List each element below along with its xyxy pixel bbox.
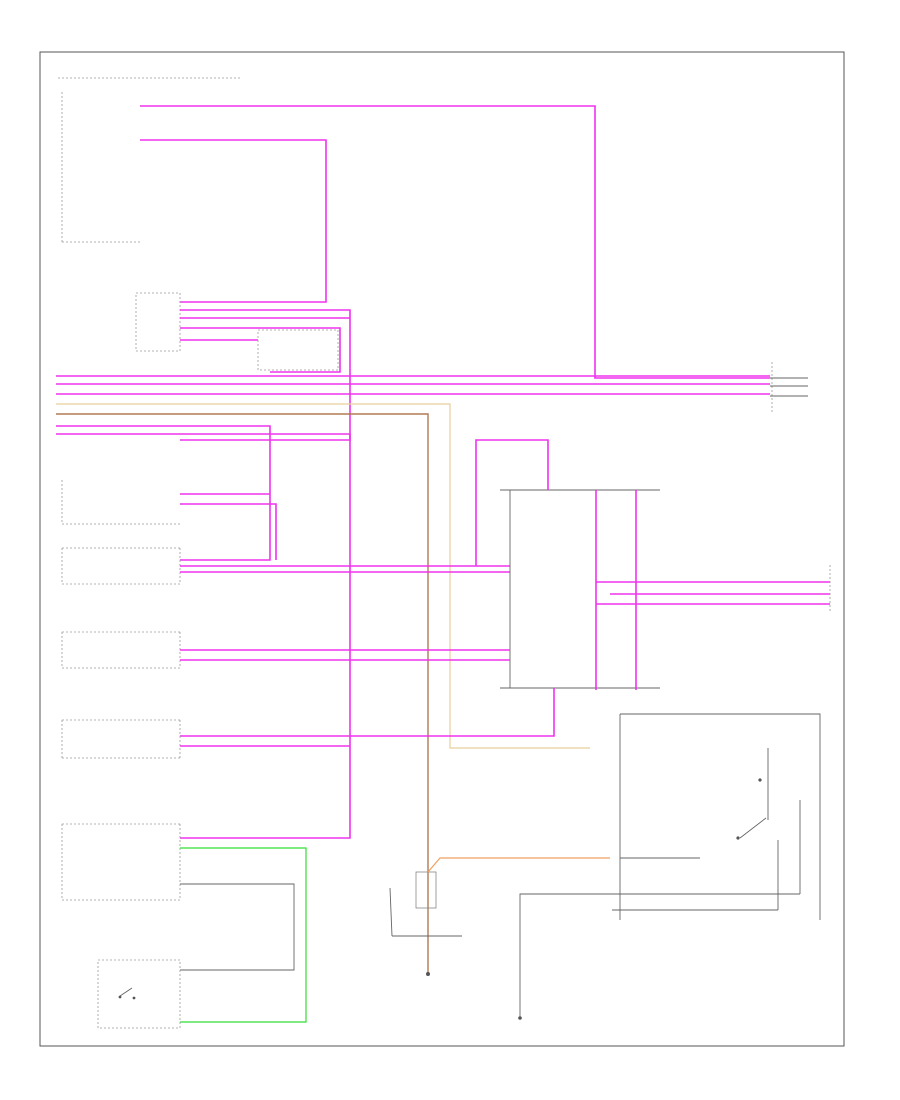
wire-right-ground: [519, 893, 612, 1018]
wire-ip-top: [140, 105, 770, 379]
ground-left-point: [426, 972, 430, 976]
ground-right-point: [518, 1016, 522, 1020]
bus-brown: [56, 413, 429, 974]
front-module-component: [61, 823, 181, 901]
front-switch-component: [97, 959, 181, 1029]
wire-pd-2: [180, 503, 277, 560]
wire-green: [180, 847, 307, 1023]
switch-module-component: [612, 713, 821, 920]
instrument-panel-component: [61, 92, 140, 243]
sensor-box-component: [135, 292, 181, 352]
wire-gw-top: [475, 439, 549, 566]
wire-ip-second: [140, 139, 327, 303]
brake-module-component: [61, 719, 181, 759]
right-sensor-component: [770, 362, 808, 412]
wire-orange: [427, 857, 610, 873]
powertrain-module-component: [61, 631, 181, 669]
wire-gray-front: [180, 883, 295, 971]
connector-dashed-box: [257, 329, 339, 371]
passenger-door-module-component: [61, 480, 180, 525]
bus-tan: [56, 403, 590, 749]
wire-gw-bottom: [180, 688, 555, 737]
bus-pink-5: [56, 433, 351, 839]
bus-pink-4: [56, 425, 271, 561]
wire-dd-3: [180, 327, 341, 373]
diagram-frame: [39, 51, 845, 1047]
center-relay-component: [389, 871, 462, 937]
hvac-module-component: [61, 547, 181, 585]
wire-dd-1: [180, 309, 351, 441]
gateway-module-component: [500, 489, 660, 689]
